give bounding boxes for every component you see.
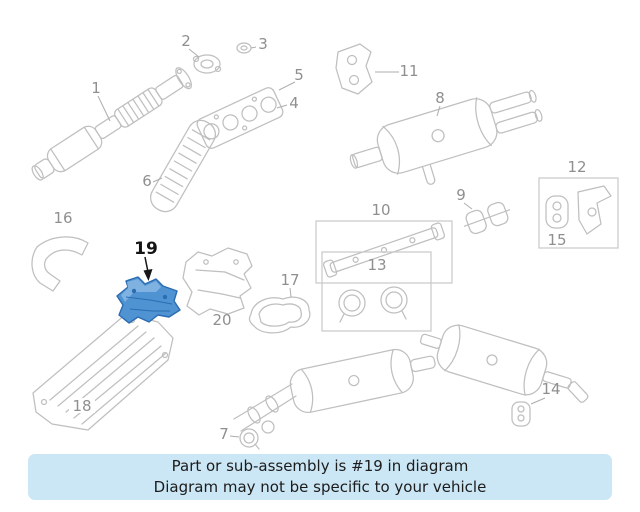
clamp-pair-13	[338, 286, 408, 323]
callout-9: 9	[456, 186, 466, 204]
callout-4: 4	[289, 94, 299, 112]
callout-10: 10	[371, 201, 390, 219]
callout-11: 11	[399, 62, 418, 80]
callout-4-leader	[276, 104, 288, 109]
callout-2-leader	[188, 48, 200, 58]
callout-2: 2	[181, 32, 191, 50]
callout-5-leader	[278, 81, 296, 91]
callout-16: 16	[53, 209, 72, 227]
heat-shield-bracket-16	[31, 236, 89, 292]
callout-1: 1	[91, 79, 101, 97]
banner-line-2: Diagram may not be specific to your vehi…	[153, 478, 487, 496]
mount-hole	[162, 294, 168, 300]
callout-8: 8	[435, 89, 445, 107]
callout-13: 13	[367, 256, 386, 274]
callout-19-highlighted: 19	[134, 239, 158, 259]
callout-19-arrow	[143, 256, 153, 281]
callout-6-leader	[152, 177, 163, 183]
info-banner: Part or sub-assembly is #19 in diagram D…	[28, 454, 612, 500]
box-12	[538, 177, 619, 249]
hanger-bracket-15	[577, 185, 612, 235]
highlighted-part-ridge	[125, 296, 173, 305]
gasket-17	[248, 296, 311, 334]
callout-6: 6	[142, 172, 152, 190]
callout-15: 15	[547, 231, 566, 249]
callout-5: 5	[294, 66, 304, 84]
center-muffler-assembly	[233, 348, 436, 432]
callout-20: 20	[212, 311, 231, 329]
manifold-gasket	[196, 87, 284, 149]
leader-lines	[97, 46, 546, 438]
pipe-clamp-9	[463, 201, 511, 235]
rear-muffler-assembly	[419, 324, 589, 403]
highlighted-part-facet	[121, 279, 161, 302]
callout-12: 12	[567, 158, 586, 176]
flange-gasket	[192, 54, 222, 74]
box-10	[315, 220, 453, 284]
mount-bracket-11	[335, 43, 373, 95]
callout-8-leader	[436, 105, 441, 117]
callout-14-leader	[530, 397, 546, 405]
callout-9-leader	[463, 202, 473, 210]
support-rail-10	[322, 222, 446, 278]
callout-17: 17	[280, 271, 299, 289]
callout-18: 18	[72, 397, 91, 415]
callout-7-leader	[229, 435, 240, 438]
callout-17-leader	[289, 287, 292, 298]
front-pipe-assembly	[31, 67, 192, 181]
callout-3: 3	[258, 35, 268, 53]
label-backing-18	[69, 398, 95, 413]
callout-14: 14	[541, 380, 560, 398]
box-13	[321, 251, 432, 332]
mount-hole	[131, 288, 137, 294]
perforated-heat-shield	[150, 119, 216, 213]
heat-shield-20	[182, 247, 253, 316]
seal-ring	[236, 42, 252, 54]
highlighted-part-ridge2	[129, 308, 170, 312]
hanger-14	[511, 401, 531, 427]
callout-1-leader	[97, 95, 111, 122]
floor-heat-shield-18	[32, 313, 174, 431]
clamp-7	[239, 420, 275, 450]
highlighted-heat-shield-19	[116, 276, 181, 324]
banner-line-1: Part or sub-assembly is #19 in diagram	[171, 457, 469, 475]
rubber-hanger-12	[545, 195, 569, 229]
muffler-assembly-8	[349, 89, 543, 185]
callout-3-leader	[250, 46, 257, 49]
callout-7: 7	[219, 425, 229, 443]
